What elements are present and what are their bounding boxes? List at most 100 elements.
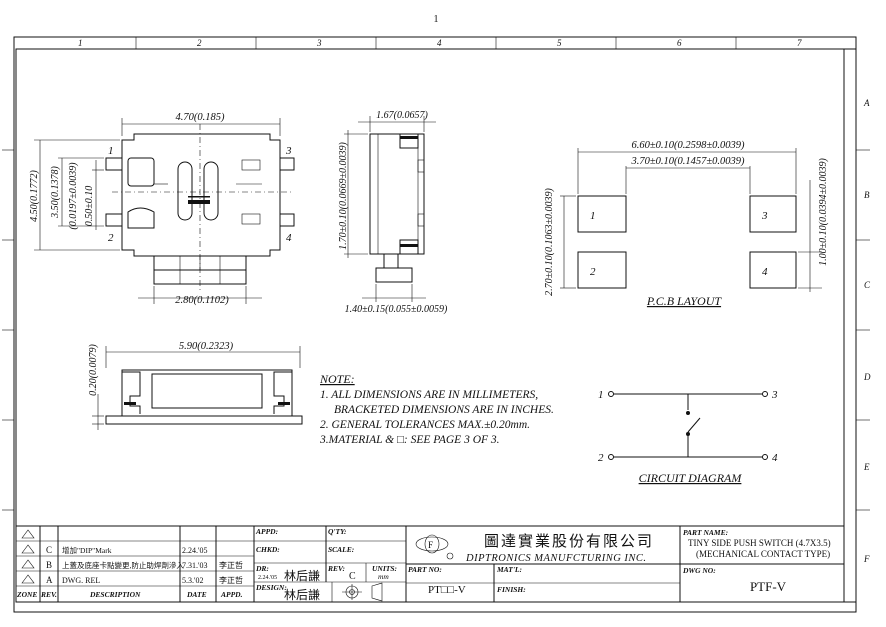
dim-side-base: 1.40±0.15(0.055±0.0059) bbox=[345, 304, 448, 315]
column-markers: 1 2 3 4 5 6 7 bbox=[78, 37, 802, 49]
rev-value: C bbox=[349, 571, 356, 582]
company-name-en: DIPTRONICS MANUFCTURING INC. bbox=[465, 553, 647, 564]
label-units: UNITS: bbox=[372, 564, 397, 573]
label-matl: MAT'L: bbox=[496, 565, 522, 574]
circuit-pin: 3 bbox=[771, 389, 778, 401]
rev-date: 2.24.'05 bbox=[182, 546, 207, 555]
label-appd: APPD: bbox=[255, 527, 278, 536]
header-desc: DESCRIPTION bbox=[89, 590, 141, 599]
header-rev: REV. bbox=[40, 590, 57, 599]
label-design: DESIGN: bbox=[255, 583, 287, 592]
col-label: 5 bbox=[557, 38, 562, 48]
pad-label: 3 bbox=[761, 210, 768, 222]
row-label: C bbox=[864, 280, 871, 290]
dim-pin-pitch-in: (0.0197±0.0039) bbox=[68, 162, 79, 230]
circuit-pin: 2 bbox=[598, 452, 604, 464]
rev-appd: 李正哲 bbox=[219, 575, 243, 585]
page-mark: 1 bbox=[434, 14, 439, 25]
rev-desc: 上蓋及底座卡點變更,防止助焊劑滲入 bbox=[62, 560, 184, 570]
label-part-name: PART NAME: bbox=[683, 528, 728, 537]
part-name-line2: (MECHANICAL CONTACT TYPE) bbox=[696, 549, 830, 559]
row-markers: A B C D E F bbox=[2, 98, 871, 564]
row-label: B bbox=[864, 190, 870, 200]
note-line: 1. ALL DIMENSIONS ARE IN MILLIMETERS, bbox=[320, 389, 538, 401]
dim-side-height: 1.70±0.10(0.0669±0.0039) bbox=[338, 142, 349, 250]
rev-code: A bbox=[46, 575, 53, 585]
top-view: 1 2 3 4 4.70(0.185) 4.50(0.1772) 3.50(0.… bbox=[29, 112, 295, 306]
pcb-layout: 1 2 3 4 6.60±0.10(0.2598±0.0039) 3.70±0.… bbox=[544, 140, 829, 308]
row-label: D bbox=[863, 372, 871, 382]
rev-appd: 李正哲 bbox=[219, 560, 243, 570]
units-value: mm bbox=[378, 572, 389, 581]
dim-pcb-pad: 1.00±0.10(0.0394±0.0039) bbox=[818, 158, 829, 266]
note-line: BRACKETED DIMENSIONS ARE IN INCHES. bbox=[334, 404, 554, 416]
dim-pcb-height: 2.70±0.10(0.1063±0.0039) bbox=[544, 188, 555, 296]
circuit-pin: 1 bbox=[598, 389, 604, 401]
label-dr: DR: bbox=[255, 564, 269, 573]
pin-label: 3 bbox=[285, 145, 292, 157]
pcb-title: P.C.B LAYOUT bbox=[646, 294, 722, 308]
dim-height-a: 4.50(0.1772) bbox=[29, 170, 40, 222]
rev-code: B bbox=[46, 560, 52, 570]
dr-name: 林后謙 bbox=[284, 569, 320, 583]
dim-pcb-outer: 6.60±0.10(0.2598±0.0039) bbox=[631, 140, 745, 151]
dim-width-top: 4.70(0.185) bbox=[176, 112, 225, 123]
dim-pcb-inner: 3.70±0.10(0.1457±0.0039) bbox=[630, 156, 745, 167]
label-part-no: PART NO: bbox=[408, 565, 442, 574]
third-angle-projection-icon bbox=[342, 582, 383, 602]
company-name-cn: 圖達實業股份有限公司 bbox=[484, 532, 654, 550]
title-block: C 增加"DIP"Mark 2.24.'05 B 上蓋及底座卡點變更,防止助焊劑… bbox=[16, 525, 844, 602]
circuit-title: CIRCUIT DIAGRAM bbox=[639, 471, 743, 485]
inner-frame bbox=[15, 48, 857, 603]
part-name-line1: TINY SIDE PUSH SWITCH (4.7X3.5) bbox=[688, 538, 831, 548]
circuit-pin: 4 bbox=[772, 452, 778, 464]
col-label: 7 bbox=[797, 38, 802, 48]
pin-label: 4 bbox=[286, 232, 292, 244]
rev-desc: DWG. REL bbox=[62, 576, 100, 585]
rev-date: 7.31.'03 bbox=[182, 561, 207, 570]
svg-text:F: F bbox=[428, 540, 433, 550]
dwg-no-value: PTF-V bbox=[750, 579, 787, 594]
col-label: 1 bbox=[78, 38, 83, 48]
circuit-diagram: 1 3 2 4 CIRCUIT DIAGRAM bbox=[598, 389, 778, 485]
col-label: 2 bbox=[197, 38, 202, 48]
rev-date: 5.3.'02 bbox=[182, 576, 203, 585]
notes-title: NOTE: bbox=[319, 372, 355, 386]
row-label: E bbox=[863, 462, 870, 472]
dim-height-b: 3.50(0.1378) bbox=[50, 166, 61, 219]
design-name: 林后謙 bbox=[284, 588, 320, 602]
rev-code: C bbox=[46, 545, 52, 555]
dim-pin-pitch: 0.50±0.10 bbox=[84, 186, 95, 227]
col-label: 4 bbox=[437, 38, 442, 48]
label-dwg-no: DWG NO: bbox=[682, 566, 716, 575]
label-rev: REV: bbox=[327, 564, 345, 573]
pin-label: 2 bbox=[108, 232, 114, 244]
note-line: 3.MATERIAL & □: SEE PAGE 3 OF 3. bbox=[319, 434, 500, 446]
header-zone: ZONE bbox=[16, 590, 37, 599]
note-line: 2. GENERAL TOLERANCES MAX.±0.20mm. bbox=[320, 419, 530, 431]
dr-date: 2.24.'05 bbox=[258, 575, 277, 581]
label-qty: Q'TY: bbox=[328, 527, 346, 536]
bottom-view: 5.90(0.2323) 0.20(0.0079) bbox=[88, 341, 303, 430]
label-scale: SCALE: bbox=[328, 545, 354, 554]
label-finish: FINISH: bbox=[497, 585, 526, 594]
pad-label: 1 bbox=[590, 210, 596, 222]
pin-label: 1 bbox=[108, 145, 114, 157]
label-chkd: CHKD: bbox=[256, 545, 280, 554]
row-label: F bbox=[863, 554, 870, 564]
pad-label: 4 bbox=[762, 266, 768, 278]
row-label: A bbox=[863, 98, 870, 108]
side-view: 1.67(0.0657) 1.70±0.10(0.0669±0.0039) 1.… bbox=[338, 110, 448, 315]
dim-side-depth: 1.67(0.0657) bbox=[376, 110, 428, 121]
header-appd: APPD. bbox=[220, 590, 243, 599]
header-date: DATE bbox=[186, 590, 207, 599]
col-label: 6 bbox=[677, 38, 682, 48]
rev-desc: 增加"DIP"Mark bbox=[62, 545, 112, 555]
dim-bottom-width: 2.80(0.1102) bbox=[175, 295, 229, 306]
pad-label: 2 bbox=[590, 266, 596, 278]
col-label: 3 bbox=[316, 38, 322, 48]
part-no-value: PT□□-V bbox=[428, 584, 466, 596]
dim-bottom-height: 0.20(0.0079) bbox=[88, 344, 99, 396]
dim-bottom-len: 5.90(0.2323) bbox=[179, 341, 234, 352]
